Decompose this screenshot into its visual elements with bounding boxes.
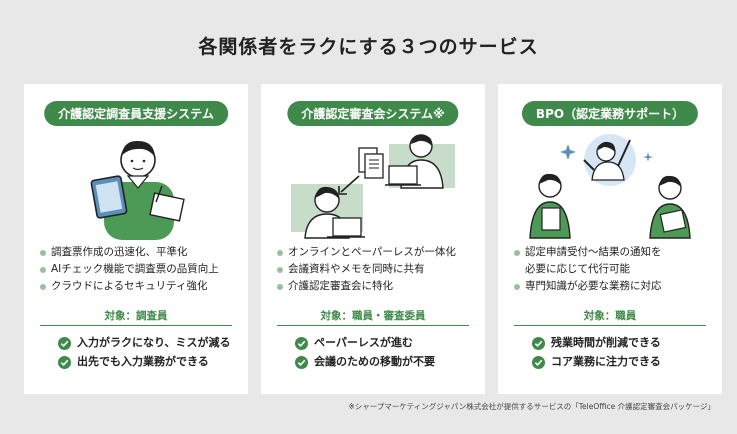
feature-list: 認定申請受付～結果の通知を 必要に応じて代行可能 専門知識が必要な業務に対応 [514, 244, 714, 295]
check-icon [58, 355, 71, 369]
benefit-list: 残業時間が削減できる コア業務に注力できる [532, 334, 661, 372]
divider [514, 325, 706, 326]
service-card-bpo: BPO（認定業務サポート） 認定申請受付～結果の通知を 必要に応じ [498, 84, 722, 394]
benefit-list: 入力がラクになり、ミスが減る 出先でも入力業務ができる [58, 334, 231, 372]
investigator-illustration [90, 140, 185, 240]
benefit-item: コア業務に注力できる [532, 353, 661, 371]
benefit-item: 会議のための移動が不要 [295, 353, 435, 371]
check-icon [58, 336, 71, 350]
service-card-investigator: 介護認定調査員支援システム 調査票作成の迅速化、平準化 AIチェック機能で調査票… [24, 84, 248, 394]
feature-item: 調査票作成の迅速化、平準化 [40, 244, 240, 261]
feature-item: 介護認定審査会に特化 [277, 278, 477, 295]
feature-item: 認定申請受付～結果の通知を [514, 244, 714, 261]
service-name-pill: 介護認定調査員支援システム [44, 101, 228, 126]
target-audience: 対象：職員 [583, 310, 637, 322]
benefit-text: 残業時間が削減できる [551, 336, 661, 349]
benefit-text: 出先でも入力業務ができる [77, 355, 209, 368]
check-icon [295, 355, 308, 369]
feature-item: AIチェック機能で調査票の品質向上 [40, 261, 240, 278]
feature-item: 会議資料やメモを同時に共有 [277, 261, 477, 278]
divider [40, 325, 232, 326]
feature-item: クラウドによるセキュリティ強化 [40, 278, 240, 295]
benefit-item: 出先でも入力業務ができる [58, 353, 231, 371]
online-meeting-illustration [291, 134, 455, 239]
target-audience: 対象：職員・審査委員 [320, 310, 426, 322]
divider [277, 325, 469, 326]
check-icon [295, 336, 308, 350]
service-card-review-board: 介護認定審査会システム※ オンラインとペーパーレス [261, 84, 485, 394]
footnote: ※シャープマーケティングジャパン株式会社が提供するサービスの「TeleOffic… [348, 402, 715, 411]
check-icon [532, 336, 545, 350]
benefit-text: 入力がラクになり、ミスが減る [77, 336, 231, 349]
office-staff-illustration [529, 134, 691, 239]
benefit-text: コア業務に注力できる [551, 355, 661, 368]
feature-list: オンラインとペーパーレスが一体化 会議資料やメモを同時に共有 介護認定審査会に特… [277, 244, 477, 295]
feature-item: 専門知識が必要な業務に対応 [514, 278, 714, 295]
check-icon [532, 355, 545, 369]
target-audience: 対象：調査員 [104, 310, 168, 322]
benefit-item: 残業時間が削減できる [532, 334, 661, 352]
benefit-text: 会議のための移動が不要 [314, 355, 435, 368]
feature-item: 必要に応じて代行可能 [525, 263, 630, 275]
feature-list: 調査票作成の迅速化、平準化 AIチェック機能で調査票の品質向上 クラウドによるセ… [40, 244, 240, 295]
benefit-item: 入力がラクになり、ミスが減る [58, 334, 231, 352]
service-name-pill: 介護認定審査会システム※ [287, 101, 459, 126]
benefit-item: ペーパーレスが進む [295, 334, 435, 352]
page-title: 各関係者をラクにする３つのサービス [198, 36, 539, 58]
benefit-list: ペーパーレスが進む 会議のための移動が不要 [295, 334, 435, 372]
service-name-pill: BPO（認定業務サポート） [521, 101, 699, 126]
feature-item: オンラインとペーパーレスが一体化 [277, 244, 477, 261]
benefit-text: ペーパーレスが進む [314, 336, 413, 349]
